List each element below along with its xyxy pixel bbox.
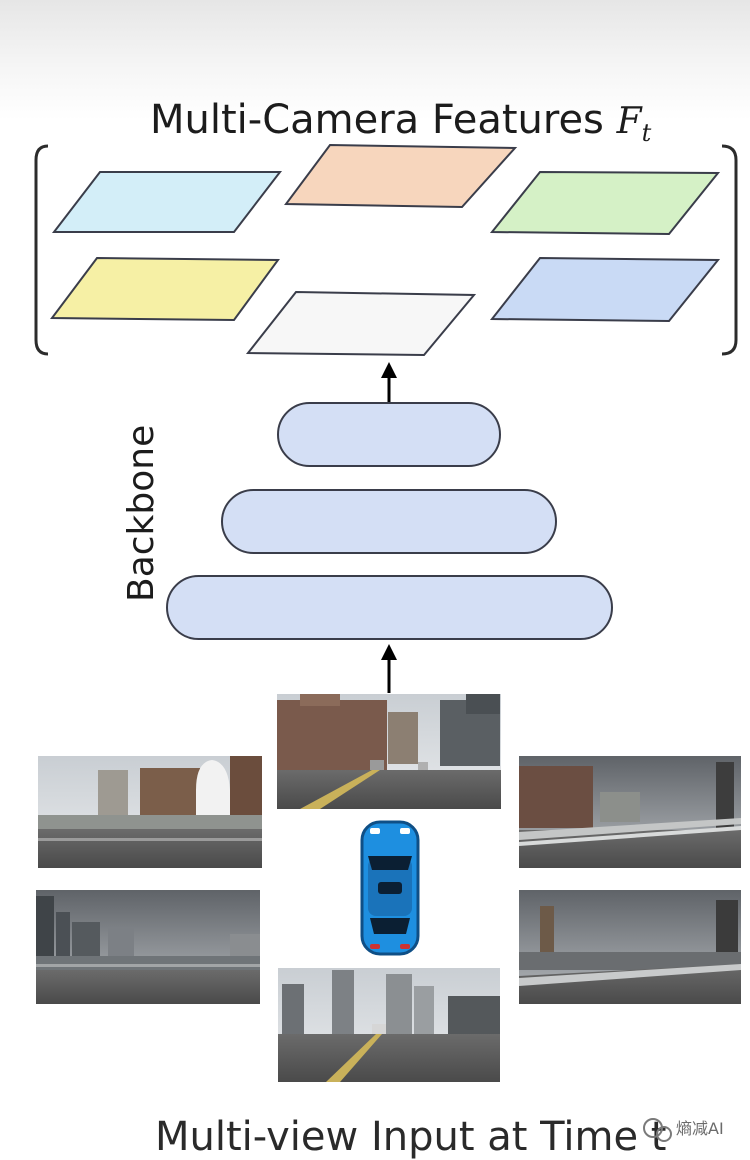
- watermark: 熵减AI: [643, 1118, 724, 1142]
- arrow-to-backbone-head: [381, 644, 397, 660]
- feature-plane-back-left: [50, 256, 280, 322]
- input-label: Multi-view Input at Time t: [155, 1114, 666, 1160]
- feature-plane-front-left: [51, 171, 283, 233]
- camera-image-front-left: [38, 756, 262, 868]
- backbone-layer-bottom: [166, 575, 613, 640]
- backbone-layer-middle: [221, 489, 557, 554]
- arrow-to-features-head: [381, 362, 397, 378]
- svg-text:熵减AI: 熵减AI: [676, 1119, 724, 1138]
- backbone-layer-top: [277, 402, 501, 467]
- features-title: Multi-Camera Features Ft: [150, 97, 652, 147]
- feature-plane-front: [284, 143, 518, 209]
- camera-image-back-right: [519, 890, 741, 1004]
- camera-image-back: [278, 968, 500, 1082]
- feature-plane-back: [245, 290, 477, 357]
- right-bracket: [721, 144, 738, 356]
- camera-image-back-left: [36, 890, 260, 1004]
- camera-image-front: [277, 694, 501, 809]
- car-icon: [360, 820, 420, 956]
- backbone-label: Backbone: [121, 425, 162, 602]
- feature-plane-back-right: [489, 256, 721, 323]
- camera-image-front-right: [519, 756, 741, 868]
- feature-plane-front-right: [489, 170, 721, 236]
- left-bracket: [34, 144, 49, 356]
